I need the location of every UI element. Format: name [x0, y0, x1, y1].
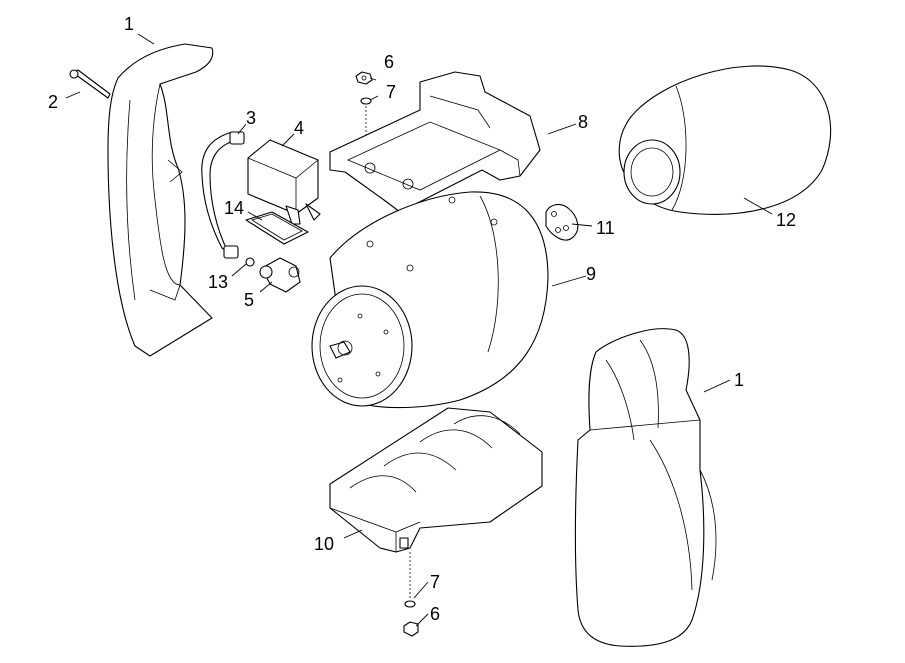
- part-hose: [201, 131, 245, 259]
- callout-10: 10: [314, 534, 334, 554]
- callout-14: 14: [224, 198, 244, 218]
- part-screw: [69, 69, 111, 99]
- callout-1-top: 1: [124, 14, 134, 34]
- part-side-cover-left: [107, 43, 214, 357]
- callout-8: 8: [578, 112, 588, 132]
- callout-11: 11: [596, 218, 615, 238]
- part-membrane: [618, 65, 832, 215]
- part-tank: [311, 191, 549, 409]
- part-washer-bottom: [404, 600, 416, 608]
- part-base-cradle: [329, 407, 543, 553]
- leader-lines: [65, 33, 773, 627]
- callout-12: 12: [776, 210, 796, 230]
- part-fitting: [259, 257, 301, 293]
- part-washer-13: [245, 257, 255, 267]
- callout-1-right: 1: [734, 370, 744, 390]
- callout-6-top: 6: [384, 52, 394, 72]
- callout-9: 9: [586, 264, 596, 284]
- part-flange: [545, 203, 579, 241]
- callout-2: 2: [48, 92, 58, 112]
- callout-5: 5: [244, 290, 254, 310]
- part-pressure-switch: [247, 139, 321, 225]
- part-nut-bottom: [403, 621, 419, 637]
- callout-13: 13: [208, 272, 228, 292]
- part-washer-top: [360, 97, 372, 105]
- part-front-cover-right: [574, 328, 717, 647]
- callout-3: 3: [246, 108, 256, 128]
- part-top-bracket: [329, 71, 541, 213]
- callout-6-bottom: 6: [430, 604, 440, 624]
- part-nut-top: [355, 71, 373, 85]
- callout-7-top: 7: [386, 82, 396, 102]
- callout-4: 4: [294, 118, 304, 138]
- callout-7-bottom: 7: [430, 572, 440, 592]
